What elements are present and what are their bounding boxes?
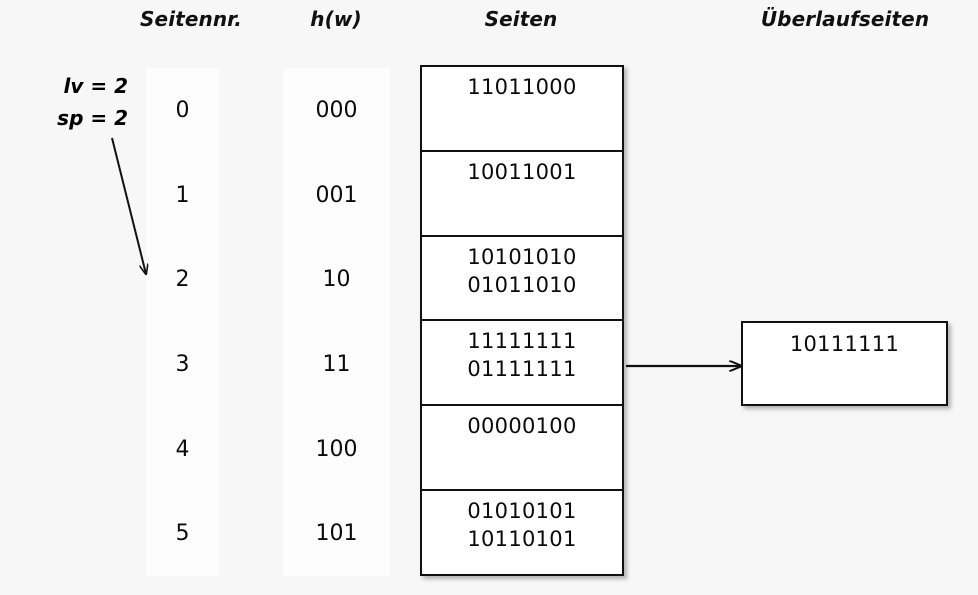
column-header-overflow-pages: Überlaufseiten <box>760 7 930 31</box>
column-header-pages: Seiten <box>484 7 558 31</box>
page-bucket-row: 10011001 <box>422 151 622 237</box>
page-entry: 00000100 <box>467 414 577 439</box>
hash-cell: 000 <box>315 97 358 123</box>
column-header-hash-function: h(w) <box>310 7 362 31</box>
page-number-cell: 2 <box>175 267 190 293</box>
overflow-page-entry: 10111111 <box>789 332 900 356</box>
hash-cell: 001 <box>315 182 358 208</box>
parameter-lv: lv = 2 <box>63 74 129 98</box>
page-number-column: 0 1 2 3 4 5 <box>146 68 219 576</box>
hash-cell: 10 <box>322 267 351 293</box>
page-entry: 01111111 <box>467 357 577 382</box>
page-entry: 01011010 <box>467 272 577 297</box>
hash-column-panel <box>283 68 390 576</box>
overflow-page-box: 10111111 <box>741 321 948 406</box>
page-number-cell: 5 <box>175 521 190 547</box>
parameter-sp: sp = 2 <box>57 106 128 130</box>
page-bucket-row: 11111111 01111111 <box>422 321 622 407</box>
hash-cell: 11 <box>322 351 351 377</box>
page-entry: 10101010 <box>467 244 577 269</box>
page-number-cell: 3 <box>175 351 190 377</box>
split-pointer-arrow <box>111 137 146 274</box>
hash-cell: 101 <box>315 521 358 547</box>
page-bucket-row: 11011000 <box>422 67 622 152</box>
parameter-labels: lv = 2 sp = 2 <box>18 70 128 134</box>
hash-cell: 100 <box>315 436 358 462</box>
page-bucket-row: 01010101 10110101 <box>422 491 622 574</box>
page-number-column-panel <box>146 68 219 576</box>
page-number-cell: 0 <box>175 97 190 123</box>
column-header-page-number: Seitennr. <box>140 7 242 31</box>
page-number-cell: 1 <box>175 182 190 208</box>
page-number-cell: 4 <box>175 436 190 462</box>
pages-table: 11011000 10011001 10101010 01011010 1111… <box>420 65 624 576</box>
page-bucket-row: 00000100 <box>422 406 622 492</box>
page-entry: 01010101 <box>467 499 577 524</box>
page-entry: 10011001 <box>467 159 577 184</box>
page-entry: 11011000 <box>467 75 577 99</box>
page-entry: 10110101 <box>467 527 577 552</box>
hash-column: 000 001 10 11 100 101 <box>283 68 390 576</box>
page-entry: 11111111 <box>467 329 577 354</box>
page-bucket-row: 10101010 01011010 <box>422 236 622 322</box>
